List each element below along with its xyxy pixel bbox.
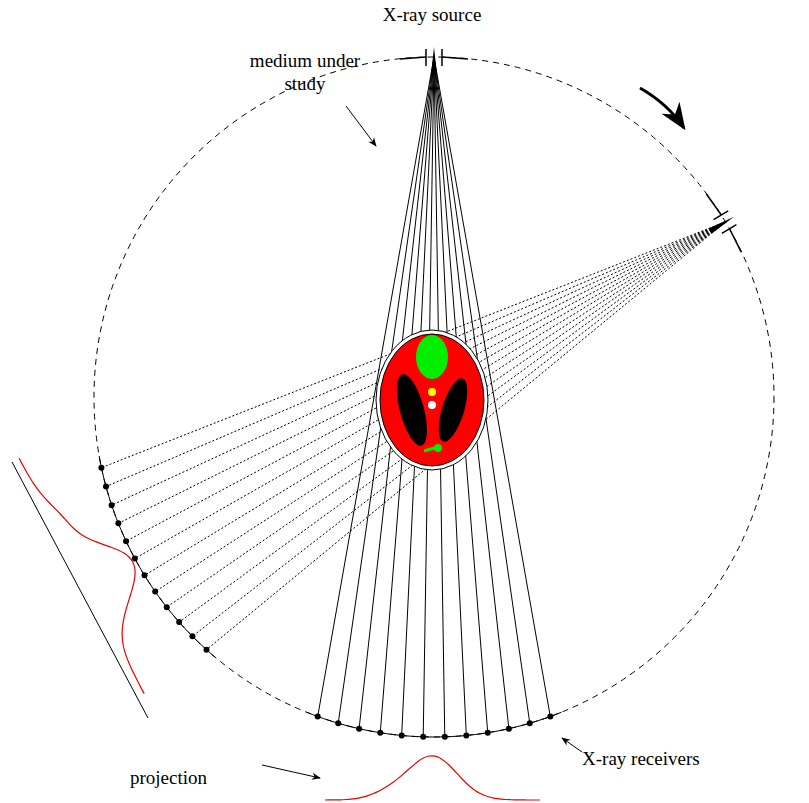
medium-phantom [376, 330, 488, 470]
xray-beam [126, 222, 725, 541]
medium-label: medium under study [249, 50, 361, 96]
xray-beam [179, 222, 725, 622]
source-label: X-ray source [383, 4, 482, 27]
projection-axis [12, 462, 148, 718]
projection-label: projection [130, 767, 207, 790]
projection-curve [325, 756, 540, 800]
source-symbol [400, 47, 468, 75]
xray-beam [167, 222, 726, 607]
rotation-arrow [640, 88, 684, 128]
xray-receivers [98, 456, 561, 740]
xray-beam [206, 222, 725, 650]
xray-sources [400, 47, 752, 260]
xray-beam [118, 222, 725, 523]
xray-beam [106, 222, 725, 487]
receivers-label: X-ray receivers [582, 748, 700, 771]
xray-beam [135, 222, 726, 559]
xray-beam [145, 222, 726, 575]
xray-beam [192, 222, 725, 636]
source-symbol [692, 188, 751, 261]
leader-arrows [262, 106, 582, 778]
xray-beam [101, 222, 725, 468]
projection-curves [12, 458, 540, 800]
xray-beam [112, 222, 726, 505]
receiver-arc [307, 712, 562, 737]
xray-beam [155, 222, 725, 592]
projection-curve [19, 458, 144, 694]
ray-fans [101, 57, 725, 737]
gantry-circle [94, 57, 774, 737]
receiver-arc [99, 456, 215, 657]
